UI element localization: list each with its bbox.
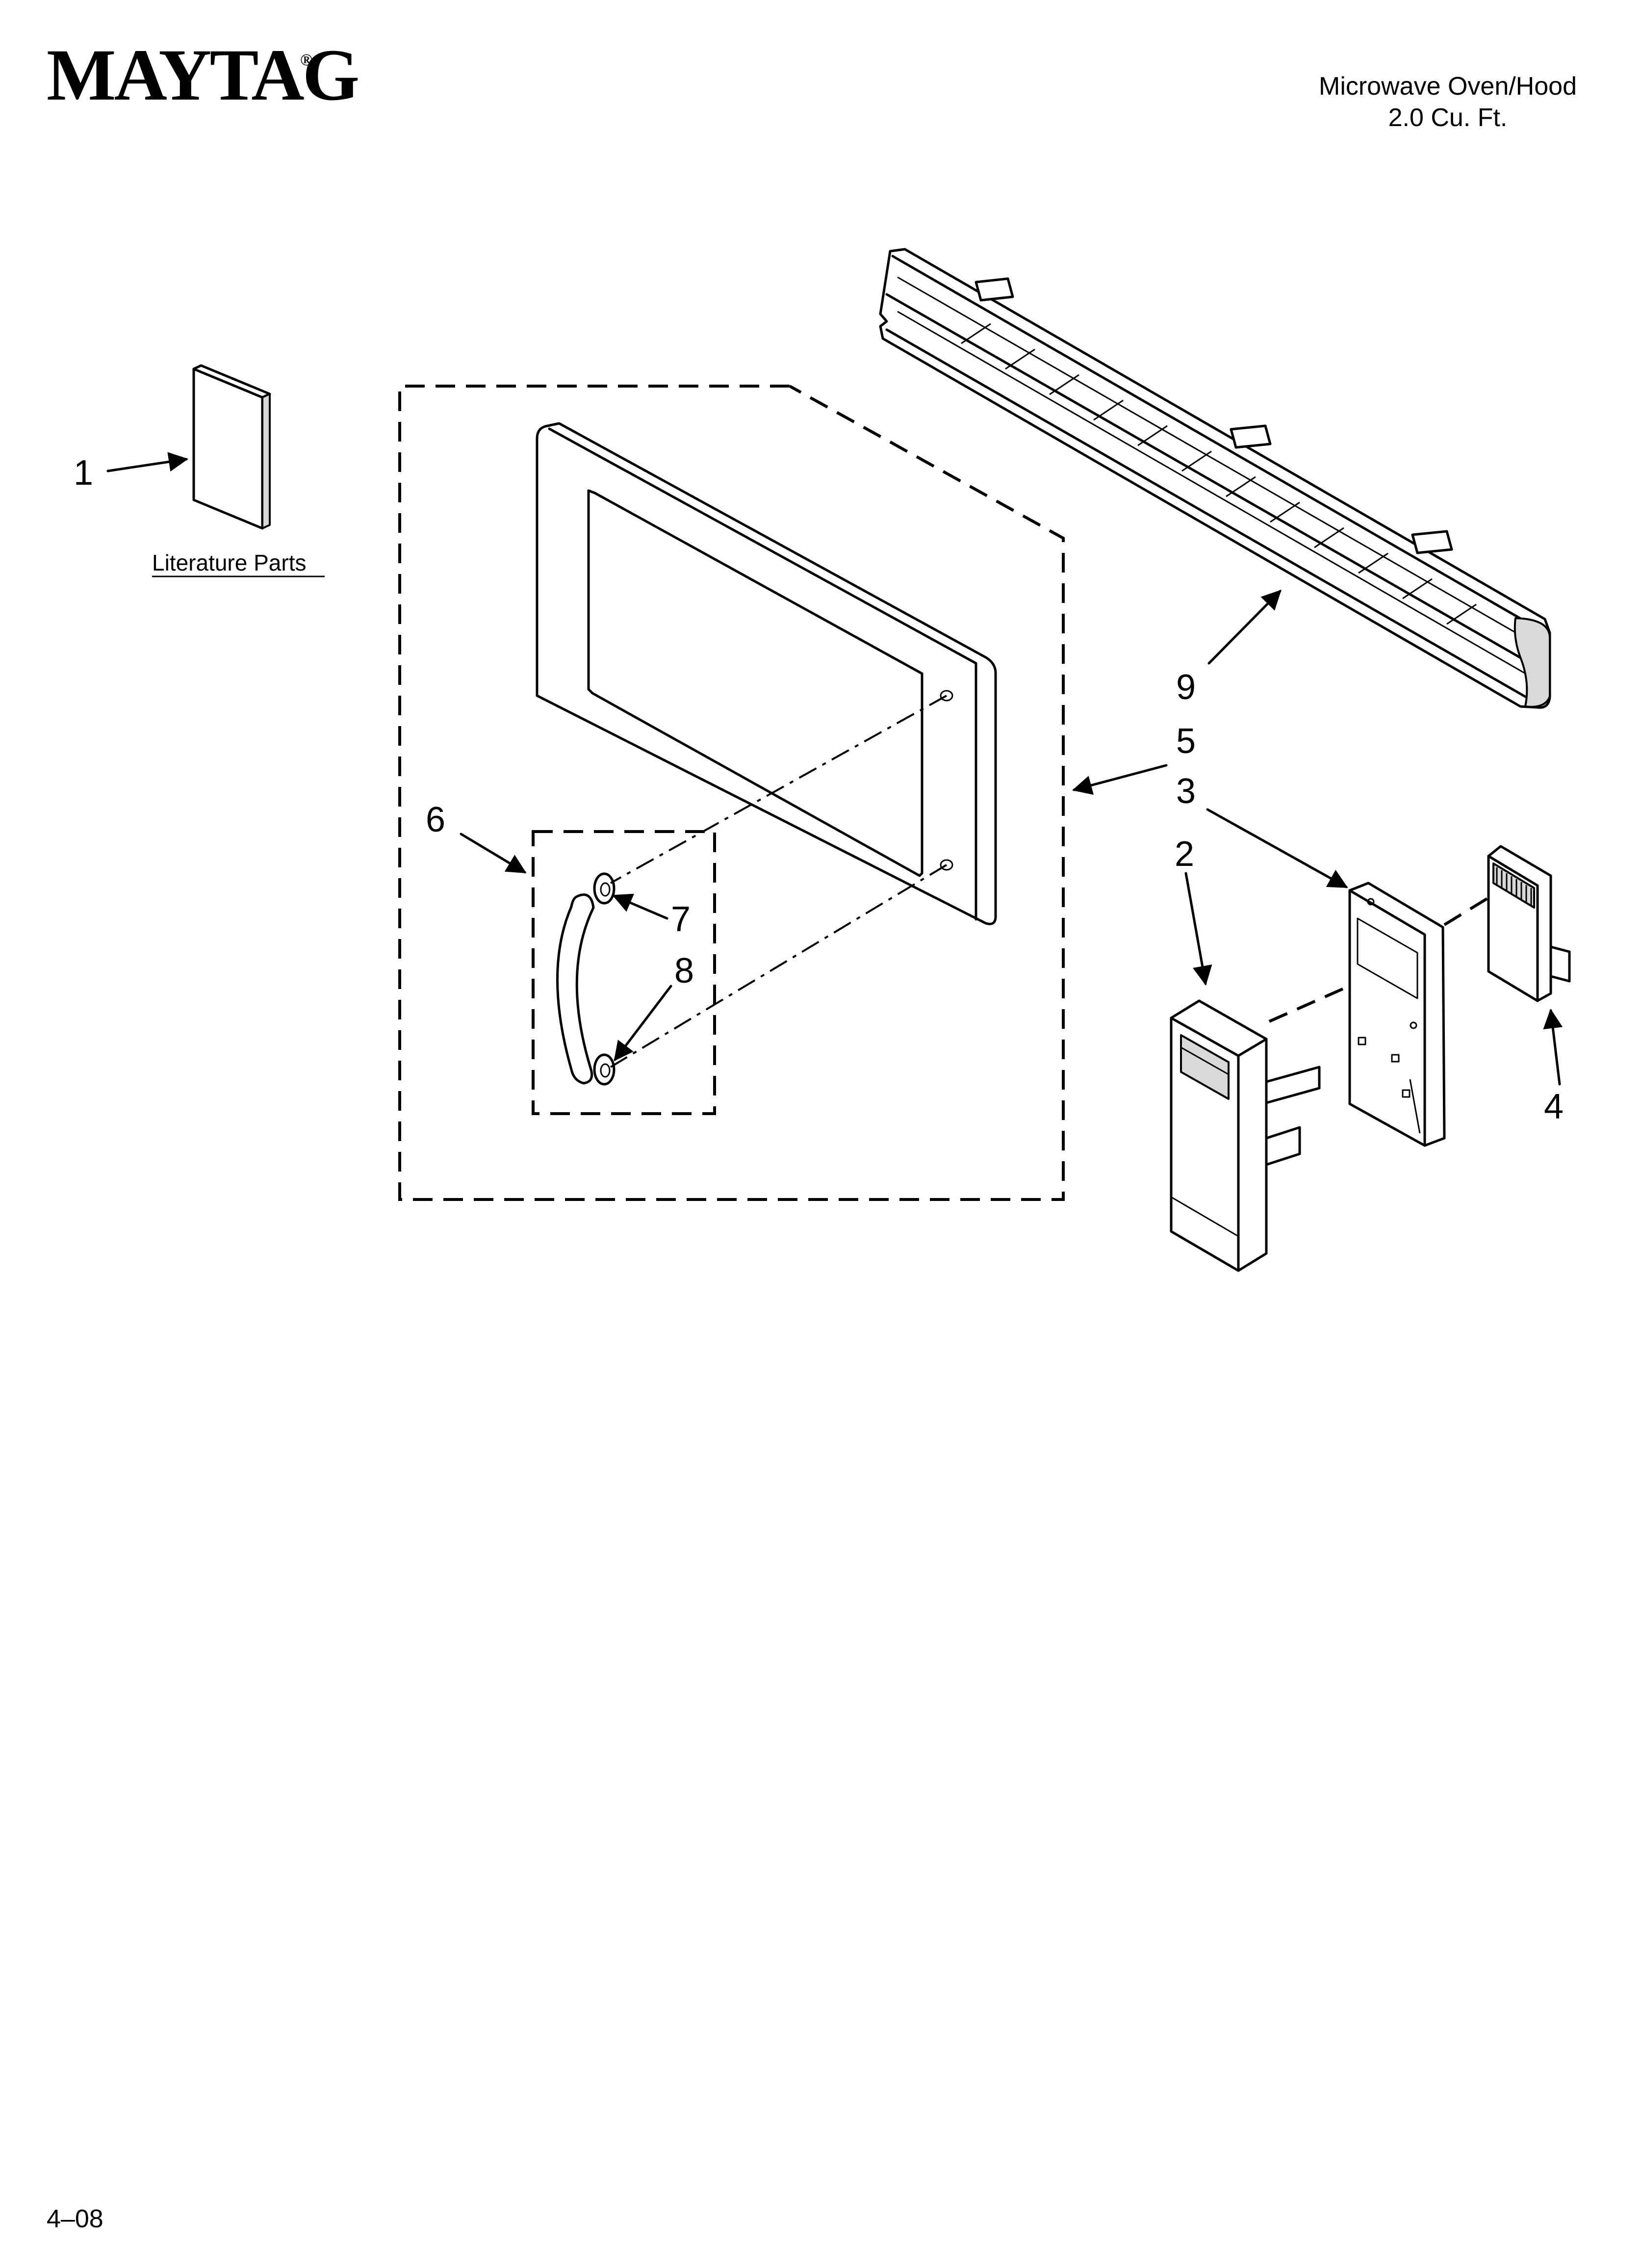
- callout-7: 7: [671, 900, 691, 939]
- handle-mount-top: [593, 872, 616, 905]
- product-title: Microwave Oven/Hood: [1319, 72, 1577, 101]
- callout-8: 8: [674, 951, 694, 991]
- date-code: 4–08: [47, 2205, 103, 2233]
- connector-3-4: [1443, 896, 1489, 926]
- control-board: [1348, 882, 1446, 1147]
- callout-9: 9: [1176, 668, 1196, 707]
- handle-kit-outline: [532, 830, 716, 1115]
- leader-2: [1184, 872, 1212, 986]
- leader-4: [1543, 1009, 1563, 1086]
- leader-8: [614, 985, 672, 1062]
- leader-1: [106, 452, 188, 472]
- registered-mark: ®: [300, 51, 312, 69]
- door-handle: [556, 872, 616, 1086]
- callout-1: 1: [74, 453, 93, 493]
- leader-6: [460, 833, 527, 874]
- callout-2: 2: [1175, 834, 1194, 874]
- display-module: [1487, 845, 1571, 1002]
- door-assembly-outline: [398, 385, 1065, 1201]
- callout-6: 6: [426, 800, 445, 839]
- literature-booklet: [192, 364, 271, 530]
- brand-logo-text: MAYTAG: [47, 34, 358, 116]
- brand-logo: MAYTAG ®: [47, 34, 360, 116]
- leader-5: [1072, 764, 1168, 795]
- product-capacity: 2.0 Cu. Ft.: [1388, 104, 1508, 132]
- leader-9: [1207, 590, 1282, 665]
- callout-4: 4: [1544, 1087, 1564, 1126]
- literature-label: Literature Parts: [152, 550, 306, 575]
- leader-3: [1206, 808, 1348, 888]
- control-panel-housing: [1170, 999, 1321, 1272]
- handle-mount-bottom: [593, 1053, 616, 1086]
- connector-2-3: [1268, 977, 1367, 1023]
- vent-grille: [879, 248, 1551, 709]
- leader-7: [612, 893, 668, 920]
- align-line-top: [610, 695, 947, 884]
- callout-5: 5: [1176, 722, 1196, 761]
- align-line-bottom: [610, 864, 948, 1068]
- door-frame: [536, 422, 997, 925]
- callout-3: 3: [1176, 772, 1196, 811]
